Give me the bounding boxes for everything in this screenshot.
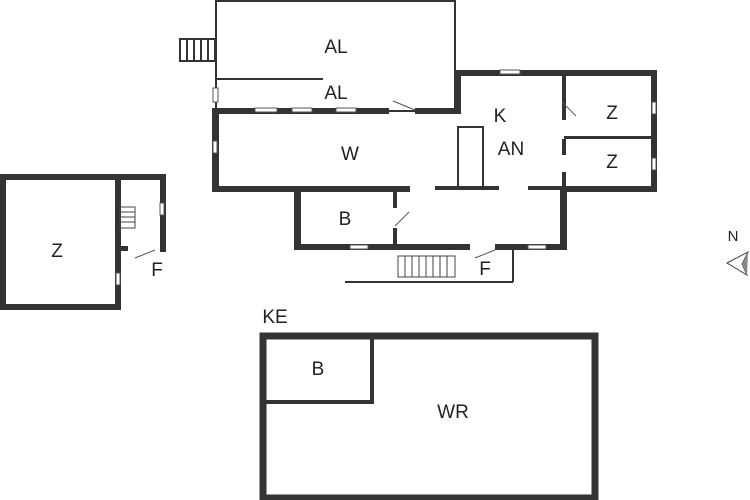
stairs-icon [179,38,216,62]
cellar-walls [259,332,599,500]
room-label-al-lower: AL [324,83,347,104]
room-label-z-top: Z [606,103,618,124]
room-label-b-cellar: B [312,359,325,380]
stairs-icon [119,206,136,229]
room-label-w: W [341,144,359,165]
level-label-ke: KE [262,307,287,328]
north-arrow-icon [725,250,750,277]
room-label-z-annex: Z [51,241,63,262]
stairs-icon [397,255,456,278]
annex-walls [0,174,166,310]
compass-label: N [728,228,739,245]
room-label-al: AL [324,37,347,58]
main-building-walls [212,69,657,283]
room-label-z-bottom: Z [606,152,618,173]
room-label-wr: WR [437,402,469,423]
room-label-b: B [339,209,352,230]
room-label-k: K [494,106,507,127]
room-label-f-annex: F [151,260,163,281]
room-label-an: AN [498,139,524,160]
room-label-f: F [479,259,491,280]
